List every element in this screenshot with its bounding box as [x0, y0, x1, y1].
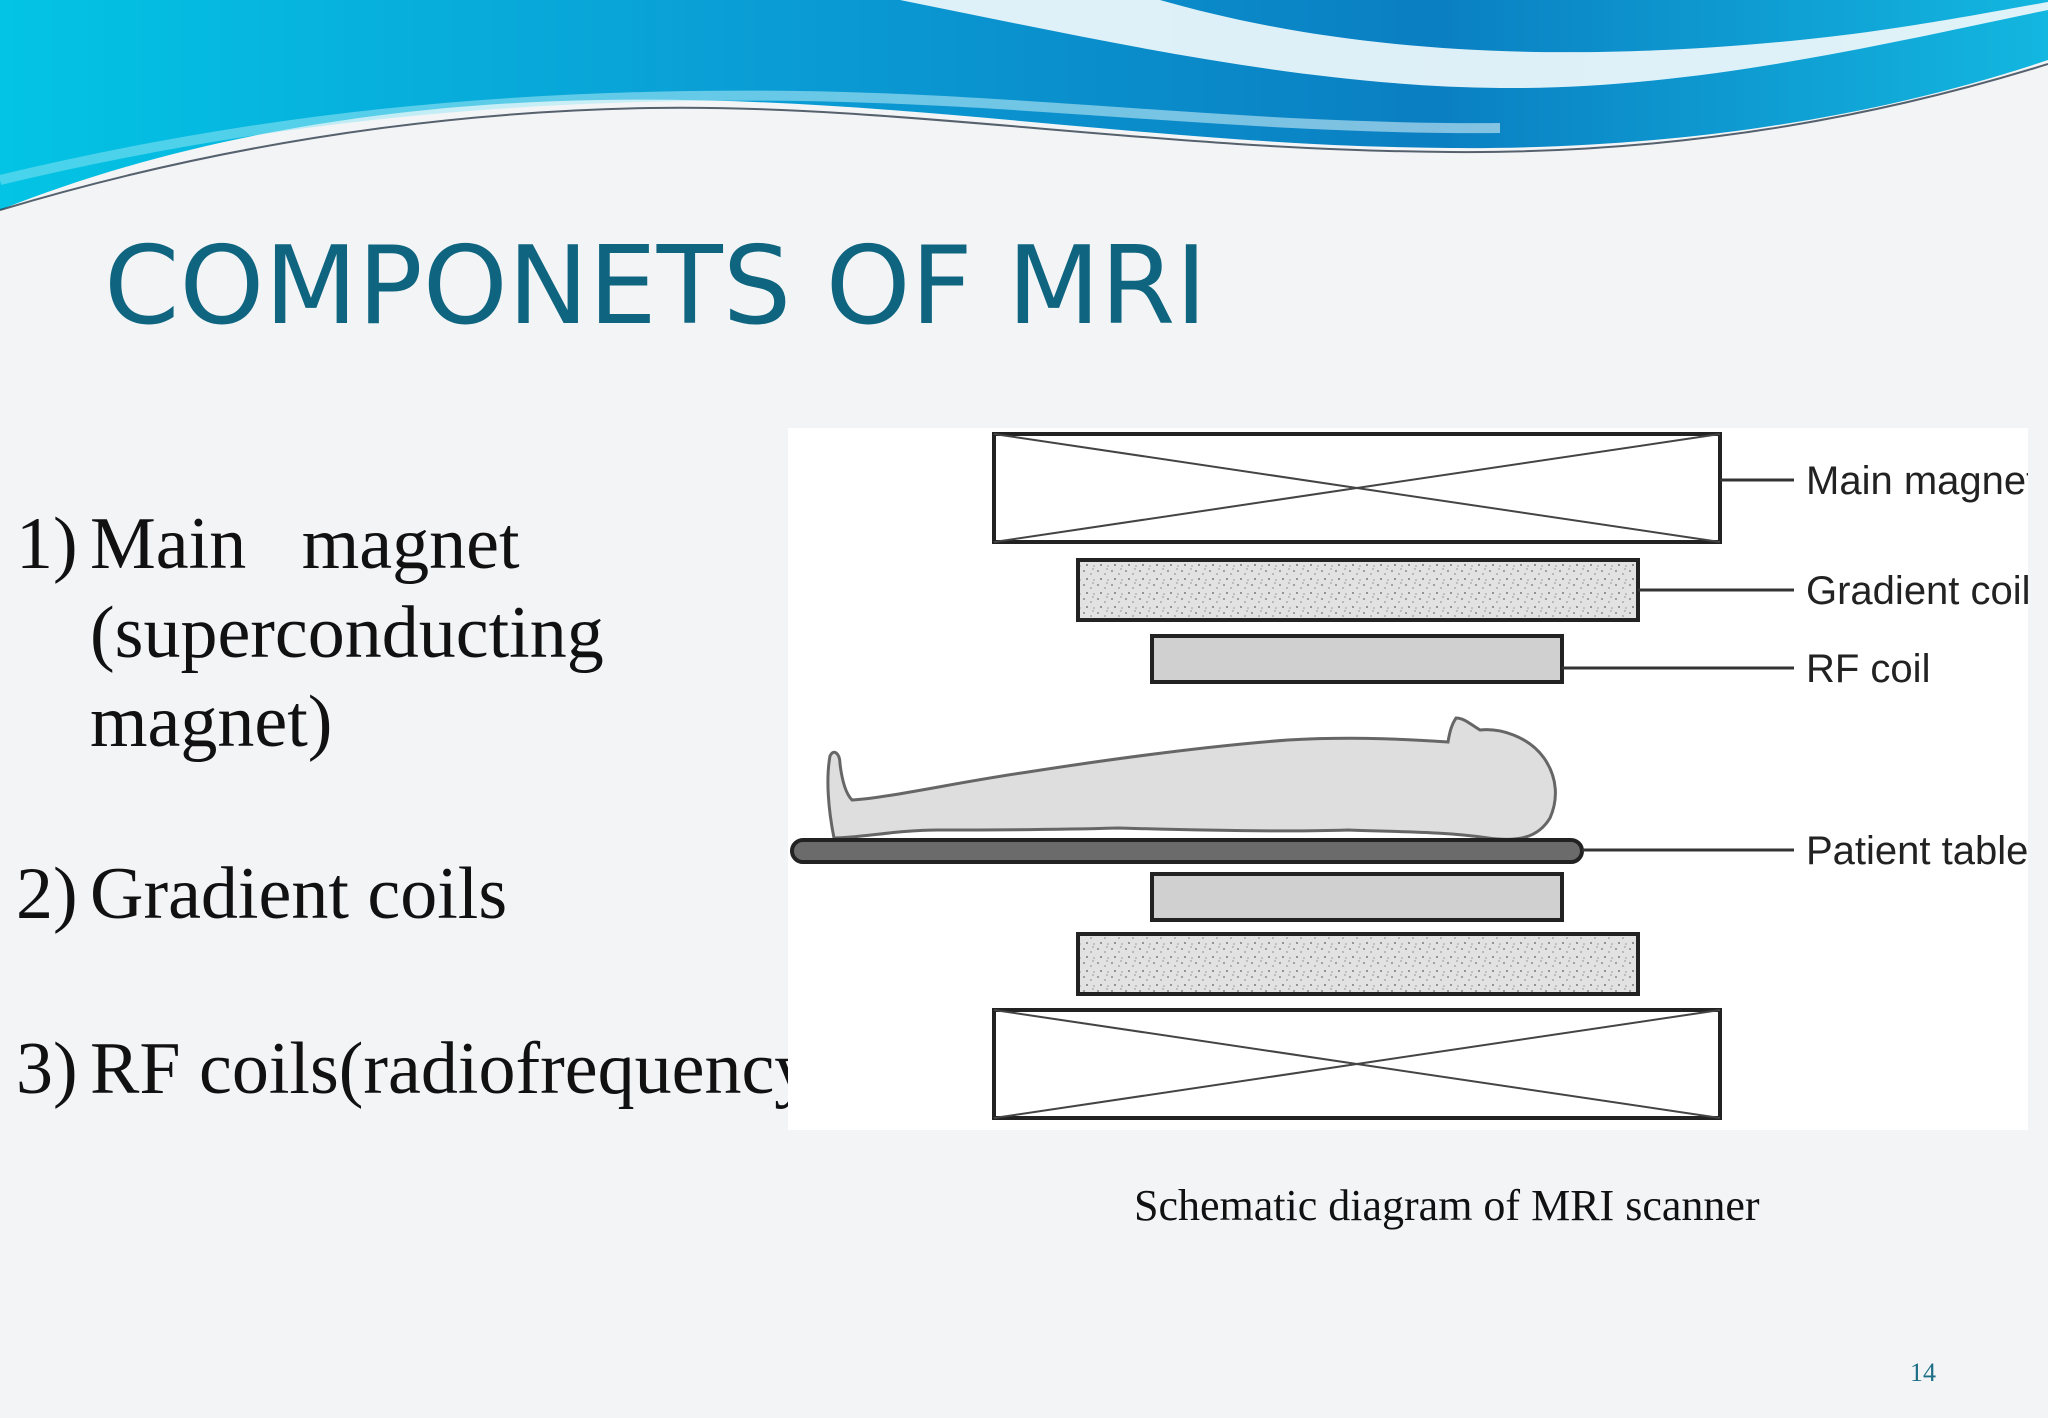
page-number: 14 — [1910, 1358, 1936, 1387]
diagram-caption: Schematic diagram of MRI scanner — [1134, 1181, 1760, 1230]
gradient-coil-top — [1076, 558, 1640, 622]
list-item-text: RF coils(radiofrequency) — [90, 1028, 836, 1110]
rf-coil-top — [1150, 634, 1564, 684]
main-magnet-top — [992, 432, 1722, 544]
list-item-number: 2) — [16, 853, 78, 935]
gradient-coil-bottom — [1076, 932, 1640, 996]
label-rf-coil: RF coil — [1806, 647, 1930, 691]
main-magnet-bottom — [992, 1008, 1722, 1120]
list-item-text: Gradient coils — [90, 853, 508, 935]
patient-silhouette — [826, 716, 1557, 841]
list-item-text: Main magnet (superconducting magnet) — [90, 503, 604, 763]
list-item-number: 3) — [16, 1028, 78, 1110]
header-wave-decoration — [0, 0, 2048, 211]
label-main-magnet: Main magnet — [1806, 459, 2028, 503]
label-gradient-coils: Gradient coils — [1806, 569, 2028, 613]
label-patient-table: Patient table — [1806, 829, 2028, 873]
patient-table — [790, 838, 1584, 864]
slide-title: COMPONETS OF MRI — [104, 224, 1208, 349]
mri-schematic-diagram: Main magnet Gradient coils RF coil Patie… — [788, 428, 2028, 1130]
list-item-number: 1) — [16, 503, 78, 585]
rf-coil-bottom — [1150, 872, 1564, 922]
